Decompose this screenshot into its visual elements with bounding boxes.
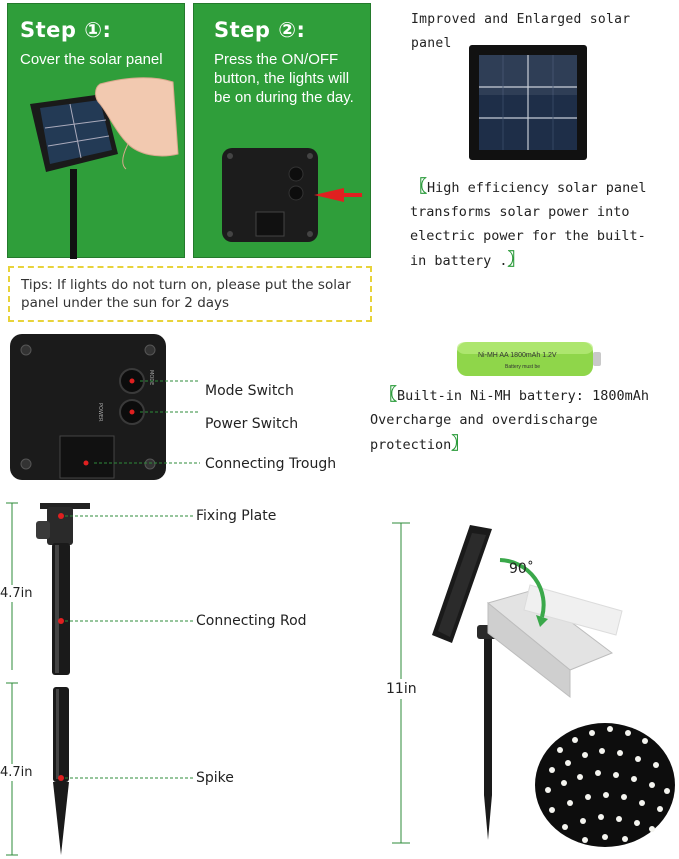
step-2-panel: Step ②: Press the ON/OFF button, the lig… xyxy=(193,3,371,258)
connecting-trough-label: Connecting Trough xyxy=(205,456,337,472)
solar-panel-description: 〖High efficiency solar panel transforms … xyxy=(410,175,660,273)
battery-line2-text: Overcharge and overdischarge protection xyxy=(370,412,598,453)
assembled-light-illustration xyxy=(392,522,675,847)
power-button-mark: POWER xyxy=(97,403,103,422)
connecting-rod-label: Connecting Rod xyxy=(196,613,307,629)
close-bracket: 〗 xyxy=(507,250,525,270)
step-1-panel: Step ①: Cover the solar panel xyxy=(7,3,185,259)
tips-box: Tips: If lights do not turn on, please p… xyxy=(8,266,372,322)
step-2-text: Press the ON/OFF button, the lights will… xyxy=(214,51,354,106)
step-1-text: Cover the solar panel xyxy=(20,51,163,68)
battery-illustration xyxy=(457,342,601,376)
step-1-title: Step ①: xyxy=(20,18,112,42)
battery-line1-text: Built-in Ni-MH battery: 1800mAh xyxy=(397,388,649,404)
battery-print-line1: Ni-MH AA 1800mAh 1.2V xyxy=(478,352,557,359)
tips-text: Tips: If lights do not turn on, please p… xyxy=(21,277,351,311)
lower-dimension-label: 4.7in xyxy=(0,764,33,781)
battery-close-bracket: 〗 xyxy=(451,434,469,454)
mode-switch-label: Mode Switch xyxy=(205,383,294,399)
open-bracket: 〖 xyxy=(410,177,427,197)
step-2-title: Step ②: xyxy=(214,18,306,42)
control-box xyxy=(10,334,166,480)
step-2-illustration xyxy=(222,148,362,242)
upper-dimension-label: 4.7in xyxy=(0,585,33,602)
battery-print-line2: Battery must be xyxy=(505,364,541,370)
battery-open-bracket: 〖 xyxy=(380,385,397,405)
solar-panel-title: Improved and Enlarged solar panel xyxy=(411,12,631,51)
mode-button-mark: MODE xyxy=(148,370,154,386)
rotation-angle-label: 90˚ xyxy=(509,561,534,577)
step-1-illustration xyxy=(30,77,179,259)
solar-panel-description-text: High efficiency solar panel transforms s… xyxy=(410,180,647,269)
height-dimension-label: 11in xyxy=(386,679,417,699)
power-switch-label: Power Switch xyxy=(205,416,299,432)
fixing-plate-label: Fixing Plate xyxy=(196,508,277,524)
battery-description: 〖Built-in Ni-MH battery: 1800mAh Overcha… xyxy=(370,383,675,457)
enlarged-solar-panel xyxy=(469,45,587,160)
control-box-leaders xyxy=(94,380,200,464)
battery-description-line1: 〖Built-in Ni-MH battery: 1800mAh xyxy=(370,383,675,408)
battery-description-line2: Overcharge and overdischarge protection〗 xyxy=(370,408,675,457)
spike-label: Spike xyxy=(196,770,234,786)
stake-illustration xyxy=(6,502,195,856)
